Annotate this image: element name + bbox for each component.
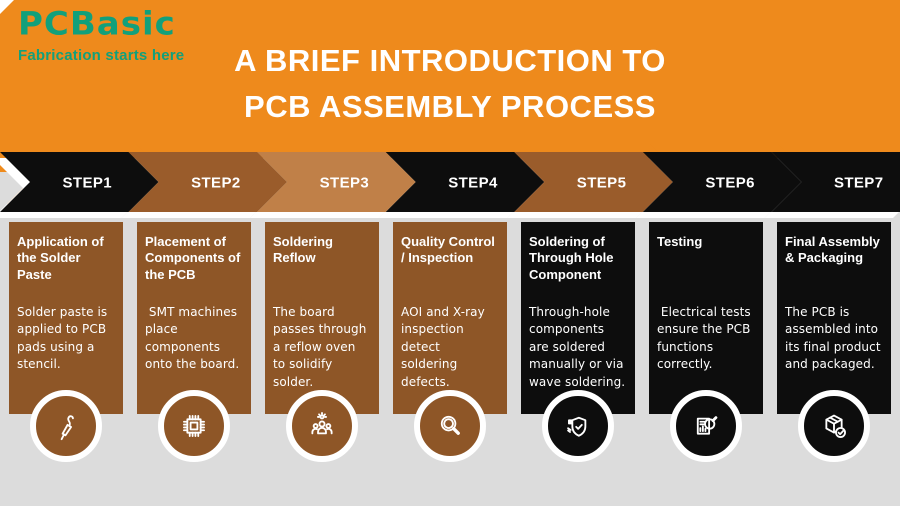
people-group-icon [311,412,333,435]
step-description: Through-hole components are soldered man… [529,305,628,389]
step-chevron-2 [128,152,288,212]
step-card-5: Soldering of Through Hole Component Thro… [521,222,635,462]
step-card-6: Testing Electrical tests ensure the PCB … [649,222,763,462]
step-description: Electrical tests ensure the PCB function… [657,305,755,372]
step-icon-badge [286,390,358,462]
brand-name: PCBasic [18,5,176,44]
step-icon-badge [798,390,870,462]
step-label-6: STEP6 [705,175,755,192]
step-card-3: Soldering Reflow The board passes throug… [265,222,379,462]
step-chevron-5 [514,152,673,212]
step-heading: Final Assembly & Packaging [785,234,884,266]
page-title: A BRIEF INTRODUCTION TO PCB ASSEMBLY PRO… [0,38,900,130]
step-description: AOI and X-ray inspection detect solderin… [401,305,489,389]
shield-check-icon [567,416,587,437]
step-label-2: STEP2 [191,175,241,192]
step-heading: Soldering of Through Hole Component [529,234,618,282]
brand-logo: PCBasic Fabrication starts here [18,5,185,64]
step-chevron-6 [642,152,802,212]
report-magnifier-icon [696,416,718,435]
step-label-1: STEP1 [63,175,113,192]
page-title-line2: PCB ASSEMBLY PROCESS [244,89,656,124]
magnifier-icon [440,415,460,435]
soldering-iron-icon [60,415,74,441]
brand-tagline: Fabrication starts here [18,46,185,64]
step-heading: Testing [657,234,703,249]
step-label-4: STEP4 [448,175,498,192]
package-check-icon [825,414,846,438]
step-description: The PCB is assembled into its final prod… [785,305,885,372]
step-cards-row: Application of the Solder Paste Solder p… [0,222,900,462]
step-icon-badge [30,390,102,462]
step-icon-badge [158,390,230,462]
step-chevron-1 [0,152,159,212]
step-icon-badge [414,390,486,462]
corner-triangle-decoration [0,0,14,14]
step-icon-badge [670,390,742,462]
step-chevron-3 [257,152,416,212]
step-label-7: STEP7 [834,175,884,192]
step-heading: Quality Control / Inspection [401,234,499,266]
step-heading: Soldering Reflow [273,234,337,266]
step-icon-badge [542,390,614,462]
step-heading: Application of the Solder Paste [17,234,108,282]
step-heading: Placement of Components of the PCB [145,234,244,282]
step-card-2: Placement of Components of the PCB SMT m… [137,222,251,462]
step-card-1: Application of the Solder Paste Solder p… [9,222,123,462]
page-title-line1: A BRIEF INTRODUCTION TO [234,43,666,78]
step-card-7: Final Assembly & Packaging The PCB is as… [777,222,891,462]
header-band [0,0,900,172]
step-chevron-7 [771,152,900,212]
microchip-icon [183,415,205,437]
step-card-4: Quality Control / Inspection AOI and X-r… [393,222,507,462]
step-description: Solder paste is applied to PCB pads usin… [17,305,112,372]
process-step-chevron-band: STEP1 STEP2 STEP3 STEP4 STEP5 STEP6 STEP7 [0,144,900,218]
step-label-3: STEP3 [320,175,370,192]
step-description: The board passes through a reflow oven t… [273,305,371,389]
step-label-5: STEP5 [577,175,627,192]
step-chevron-4 [385,152,545,212]
step-description: SMT machines place components onto the b… [145,305,241,372]
